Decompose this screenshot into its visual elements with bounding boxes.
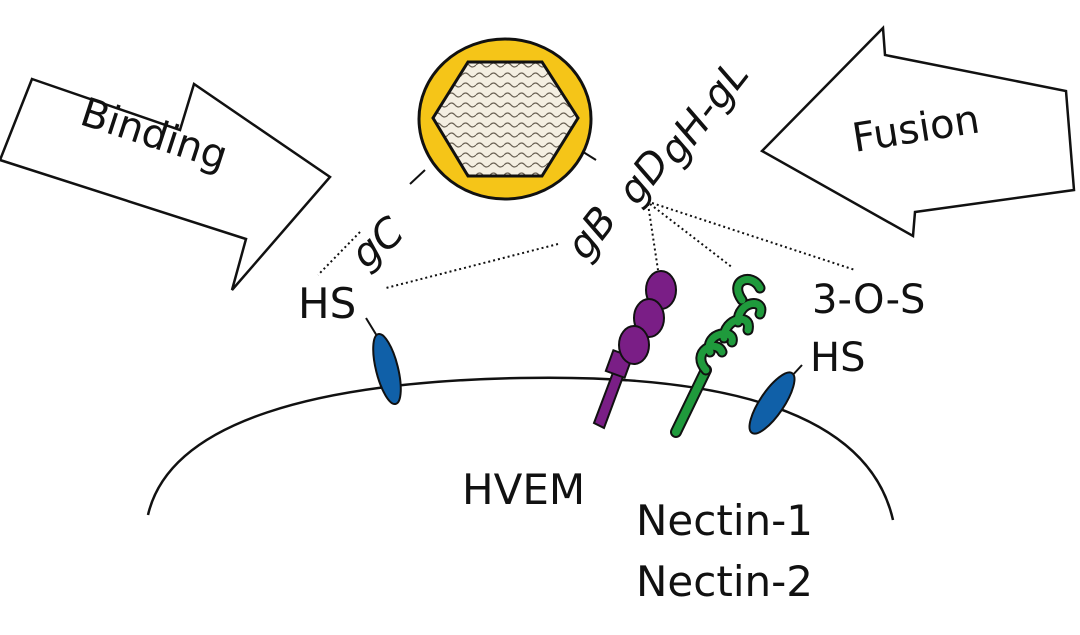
- virion: [409, 37, 597, 201]
- 3-o-s-label: 3-O-S: [812, 277, 925, 323]
- interaction-lines: [317, 202, 856, 289]
- hs-left-label: HS: [298, 279, 356, 328]
- nectin-loops: [697, 276, 765, 374]
- binding-arrow: [0, 77, 332, 291]
- gB-label: gB: [558, 198, 627, 268]
- hs-right-body: [748, 371, 796, 435]
- virion-capsid: [431, 60, 580, 178]
- hs-right-label: HS: [810, 335, 865, 381]
- gd-nectin-link: [649, 203, 734, 269]
- cell-membrane: [146, 376, 895, 521]
- nectin-receptor: [670, 274, 767, 438]
- nectin-stalk: [672, 366, 710, 436]
- nectin-2-label: Nectin-2: [636, 557, 813, 606]
- gb-hs-link: [385, 243, 559, 289]
- gd-hvem-link: [647, 203, 659, 271]
- gC-label: gC: [342, 208, 412, 278]
- nectin-1-label: Nectin-1: [636, 496, 813, 545]
- hvem-label: HVEM: [462, 465, 585, 514]
- gH-gL-label: gH-gL: [650, 52, 759, 173]
- gd-3os-hs-link: [651, 202, 856, 271]
- hvem-domain-3: [618, 325, 650, 365]
- fusion-arrow: [759, 25, 1076, 239]
- hs-left-tether: [365, 317, 378, 337]
- hs-receptor-left: [365, 317, 402, 406]
- hs-receptor-right: [748, 364, 803, 435]
- virion-spike-left: [409, 169, 426, 185]
- gc-hs-link: [317, 231, 361, 276]
- hs-left-body: [372, 332, 402, 406]
- hvem-receptor: [592, 270, 677, 430]
